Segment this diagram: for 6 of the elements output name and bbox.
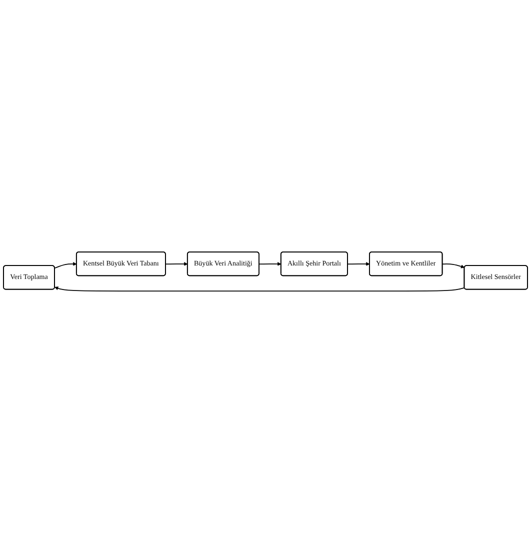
arrow: [54, 286, 465, 292]
arrow: [347, 262, 370, 266]
arrow: [258, 262, 282, 266]
arrow: [165, 262, 188, 266]
arrow: [442, 264, 465, 268]
arrow: [54, 262, 77, 269]
